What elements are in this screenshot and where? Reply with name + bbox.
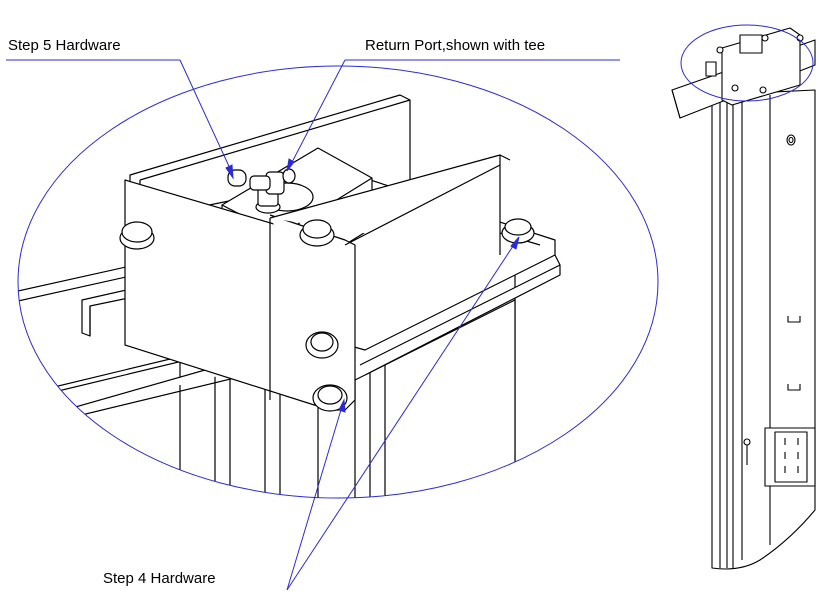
step4-leader <box>286 236 520 591</box>
detail-view <box>18 94 561 498</box>
top-assembly <box>671 27 816 119</box>
step5-hardware-label: Step 5 Hardware <box>8 37 121 54</box>
return-port-label: Return Port,shown with tee <box>365 37 546 54</box>
bolt-lower <box>312 384 348 412</box>
overall-view <box>671 27 816 570</box>
bolt-left <box>119 221 155 250</box>
bolt-middle <box>305 331 339 359</box>
return-port-leader <box>286 59 620 172</box>
return-port-tee <box>227 168 296 214</box>
bolt-right <box>501 218 535 244</box>
callout-leaders <box>6 59 620 591</box>
step5-leader <box>6 59 234 180</box>
bolt-block <box>299 219 335 247</box>
upright-column <box>711 89 816 570</box>
detail-circle <box>17 65 659 499</box>
overall-detail-circle <box>680 24 814 102</box>
step4-hardware-label: Step 4 Hardware <box>103 570 216 587</box>
bolts <box>119 218 535 412</box>
